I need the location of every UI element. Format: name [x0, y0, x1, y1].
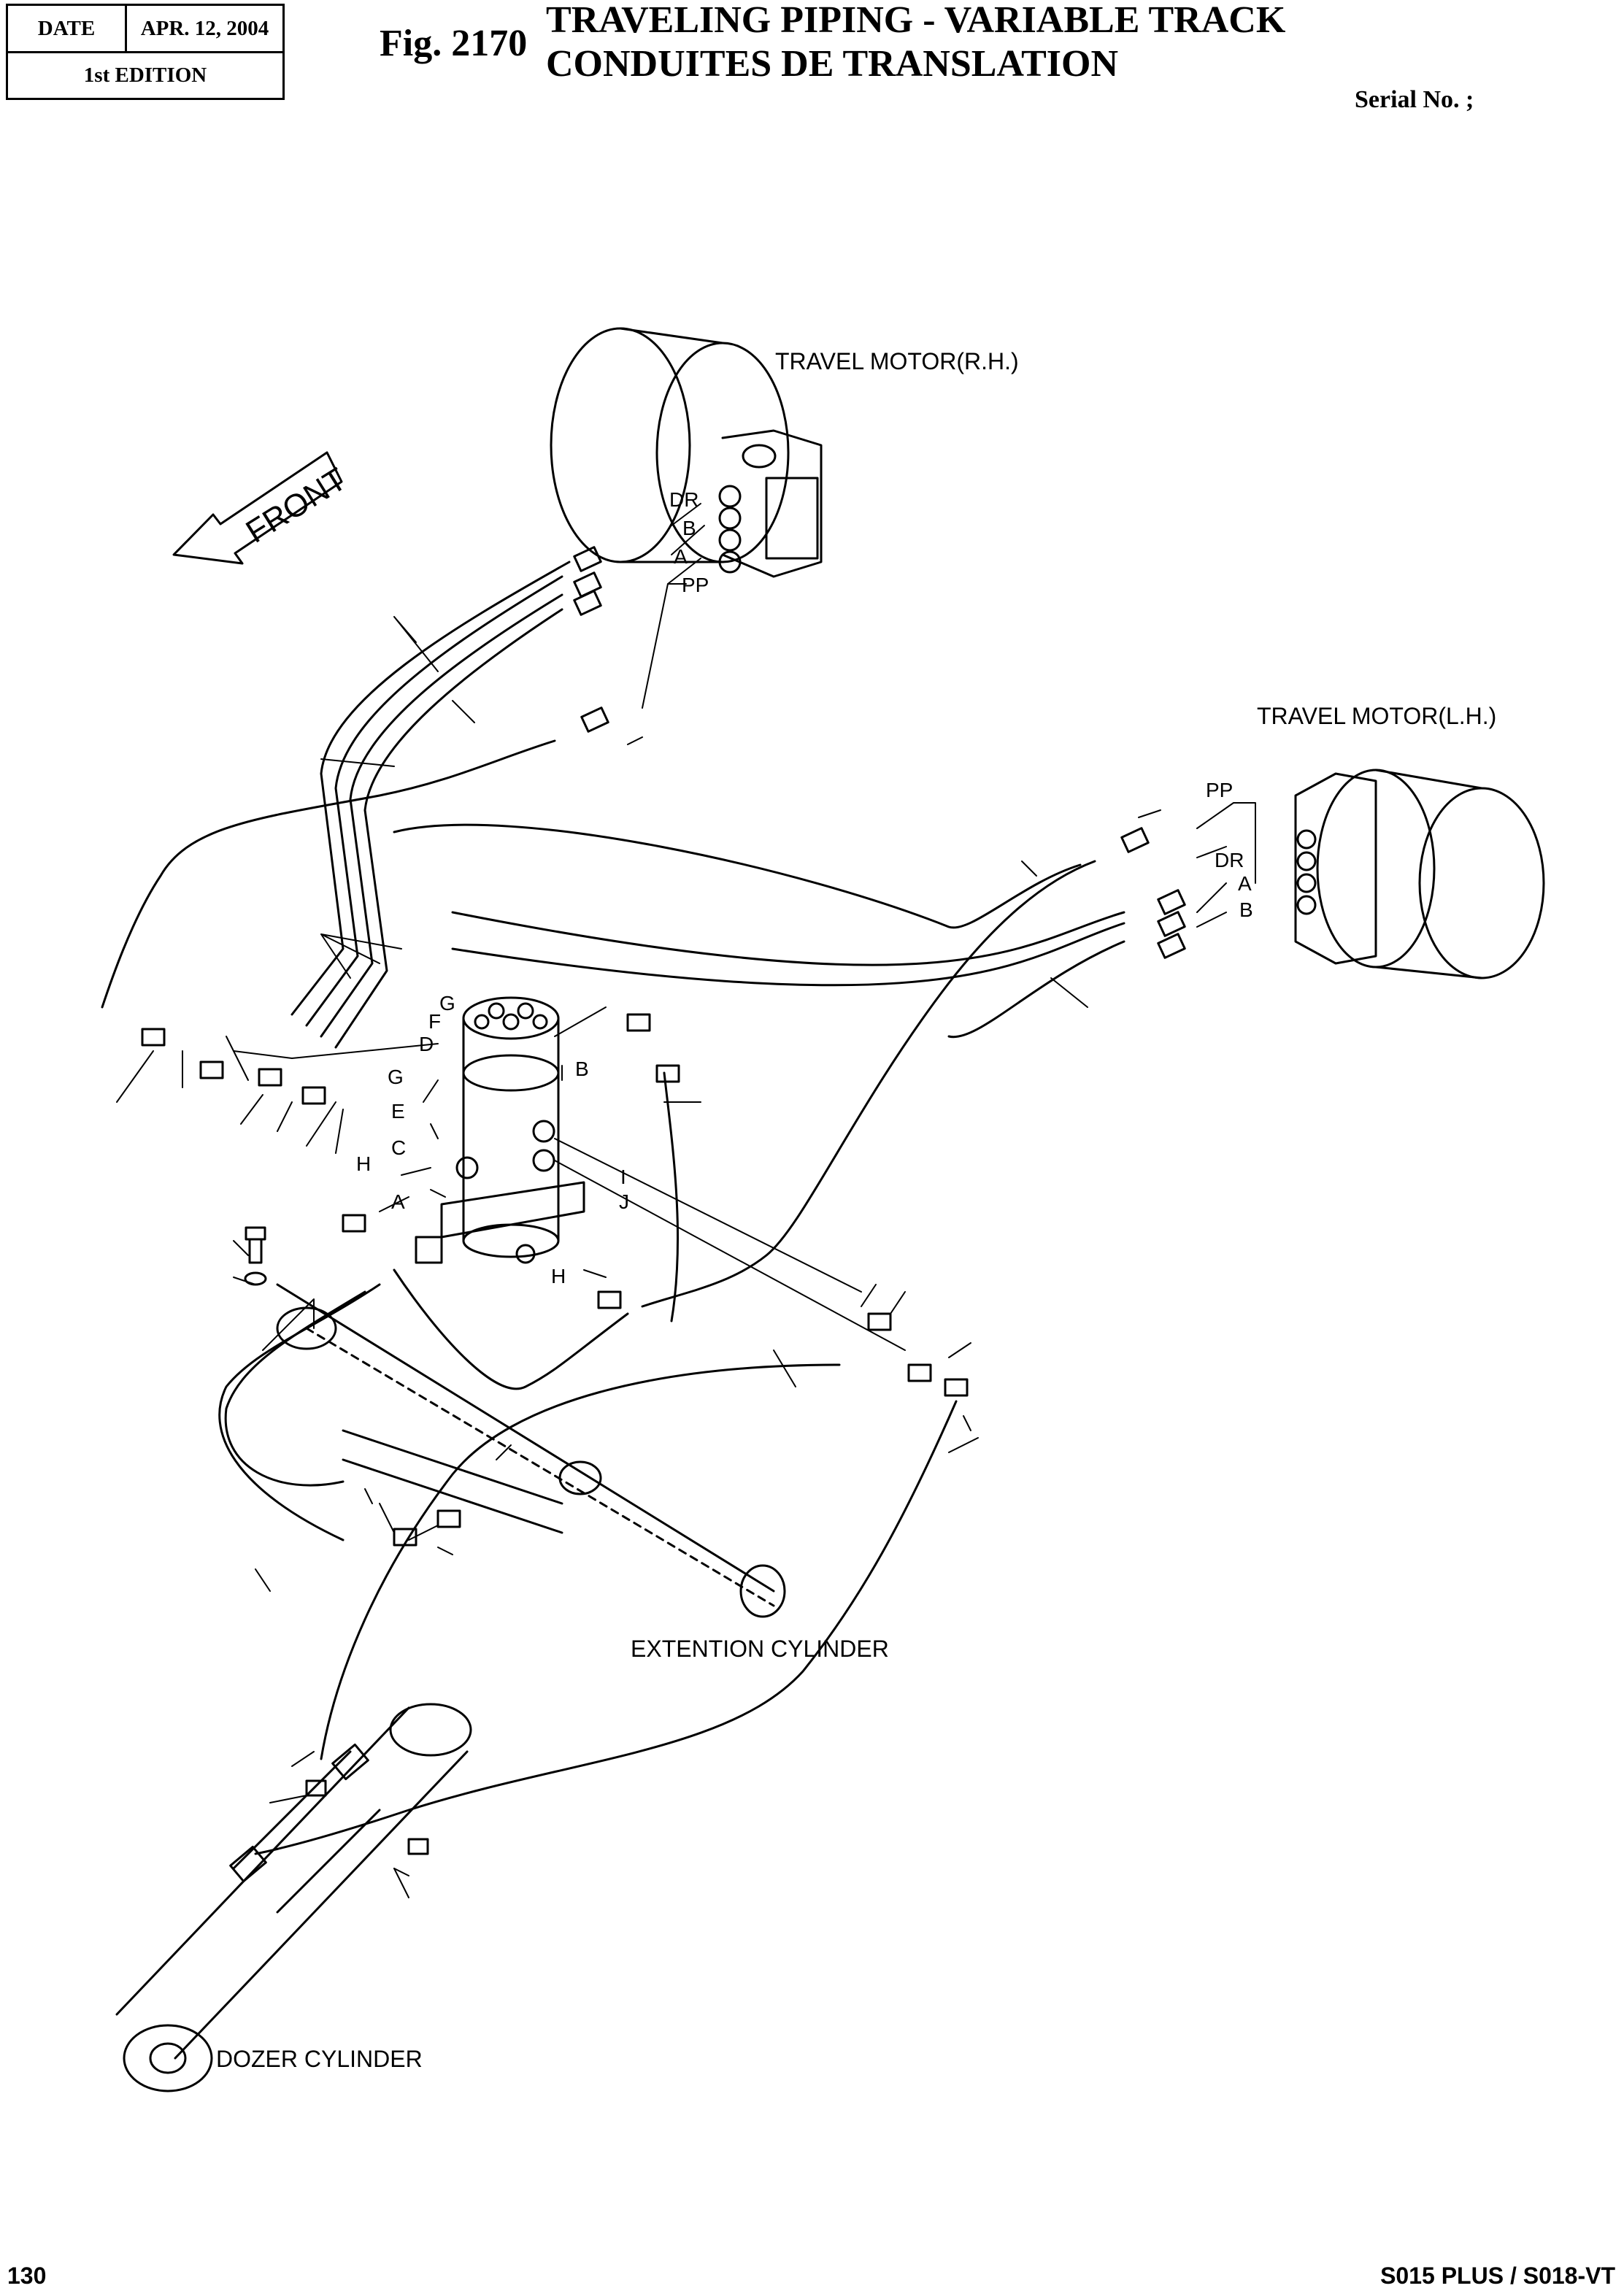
port-letters: DR B A PP PP DR A B G F D G E C H A B I … [356, 488, 1253, 1287]
port-letter-dr-rh: DR [669, 488, 699, 511]
port-letter-e: E [391, 1100, 405, 1123]
page-title-fr: CONDUITES DE TRANSLATION [546, 43, 1119, 85]
port-letter-a-sj: A [391, 1190, 405, 1213]
edition-label: 1st EDITION [83, 63, 207, 87]
port-letter-a-lh: A [1238, 872, 1252, 895]
port-letter-d: D [419, 1033, 434, 1055]
fittings [141, 546, 1186, 1855]
dozer-cylinder-label: DOZER CYLINDER [216, 2046, 423, 2072]
port-letter-g1: G [439, 992, 455, 1014]
extension-cylinder [276, 1283, 786, 1618]
port-letter-f: F [428, 1010, 441, 1033]
port-letter-b-sj: B [575, 1058, 589, 1080]
page-title-en: TRAVELING PIPING - VARIABLE TRACK [546, 0, 1286, 41]
figure-number: Fig. 2170 [380, 23, 528, 64]
port-letter-pp-rh: PP [682, 574, 709, 596]
hoses-lh-group [393, 823, 1125, 1308]
front-arrow-icon: FRONT [172, 451, 353, 565]
leader-lines [116, 503, 1256, 1898]
port-letter-b-rh: B [682, 517, 696, 539]
travel-motor-rh [550, 327, 823, 578]
port-letter-dr-lh: DR [1215, 849, 1244, 871]
page-number: 130 [7, 2263, 47, 2289]
date-value: APR. 12, 2004 [140, 16, 269, 40]
travel-motor-lh-label: TRAVEL MOTOR(L.H.) [1257, 703, 1496, 729]
port-letter-a-rh: A [674, 545, 688, 568]
travel-motor-rh-label: TRAVEL MOTOR(R.H.) [775, 348, 1019, 374]
port-letter-b-lh: B [1239, 898, 1253, 921]
hoses-cylinders [218, 1071, 958, 1855]
serial-number: Serial No. ; [1355, 86, 1474, 113]
port-letter-h1: H [356, 1152, 371, 1175]
bolt-icon [244, 1226, 267, 1286]
extension-cylinder-label: EXTENTION CYLINDER [631, 1636, 889, 1662]
hoses-rh-group [101, 561, 571, 1049]
model-name: S015 PLUS / S018-VT [1380, 2263, 1615, 2289]
port-letter-pp-lh: PP [1206, 779, 1233, 801]
header-info-table: DATE APR. 12, 2004 1st EDITION [6, 4, 285, 100]
port-letter-g2: G [388, 1066, 404, 1088]
port-letter-j: J [619, 1190, 629, 1213]
dozer-cylinder [115, 1703, 472, 2092]
port-letter-c: C [391, 1136, 406, 1159]
port-letter-h2: H [551, 1265, 566, 1287]
port-letter-i: I [620, 1166, 626, 1188]
travel-motor-lh [1294, 769, 1545, 979]
swivel-joint [415, 996, 585, 1264]
date-label: DATE [37, 16, 96, 40]
